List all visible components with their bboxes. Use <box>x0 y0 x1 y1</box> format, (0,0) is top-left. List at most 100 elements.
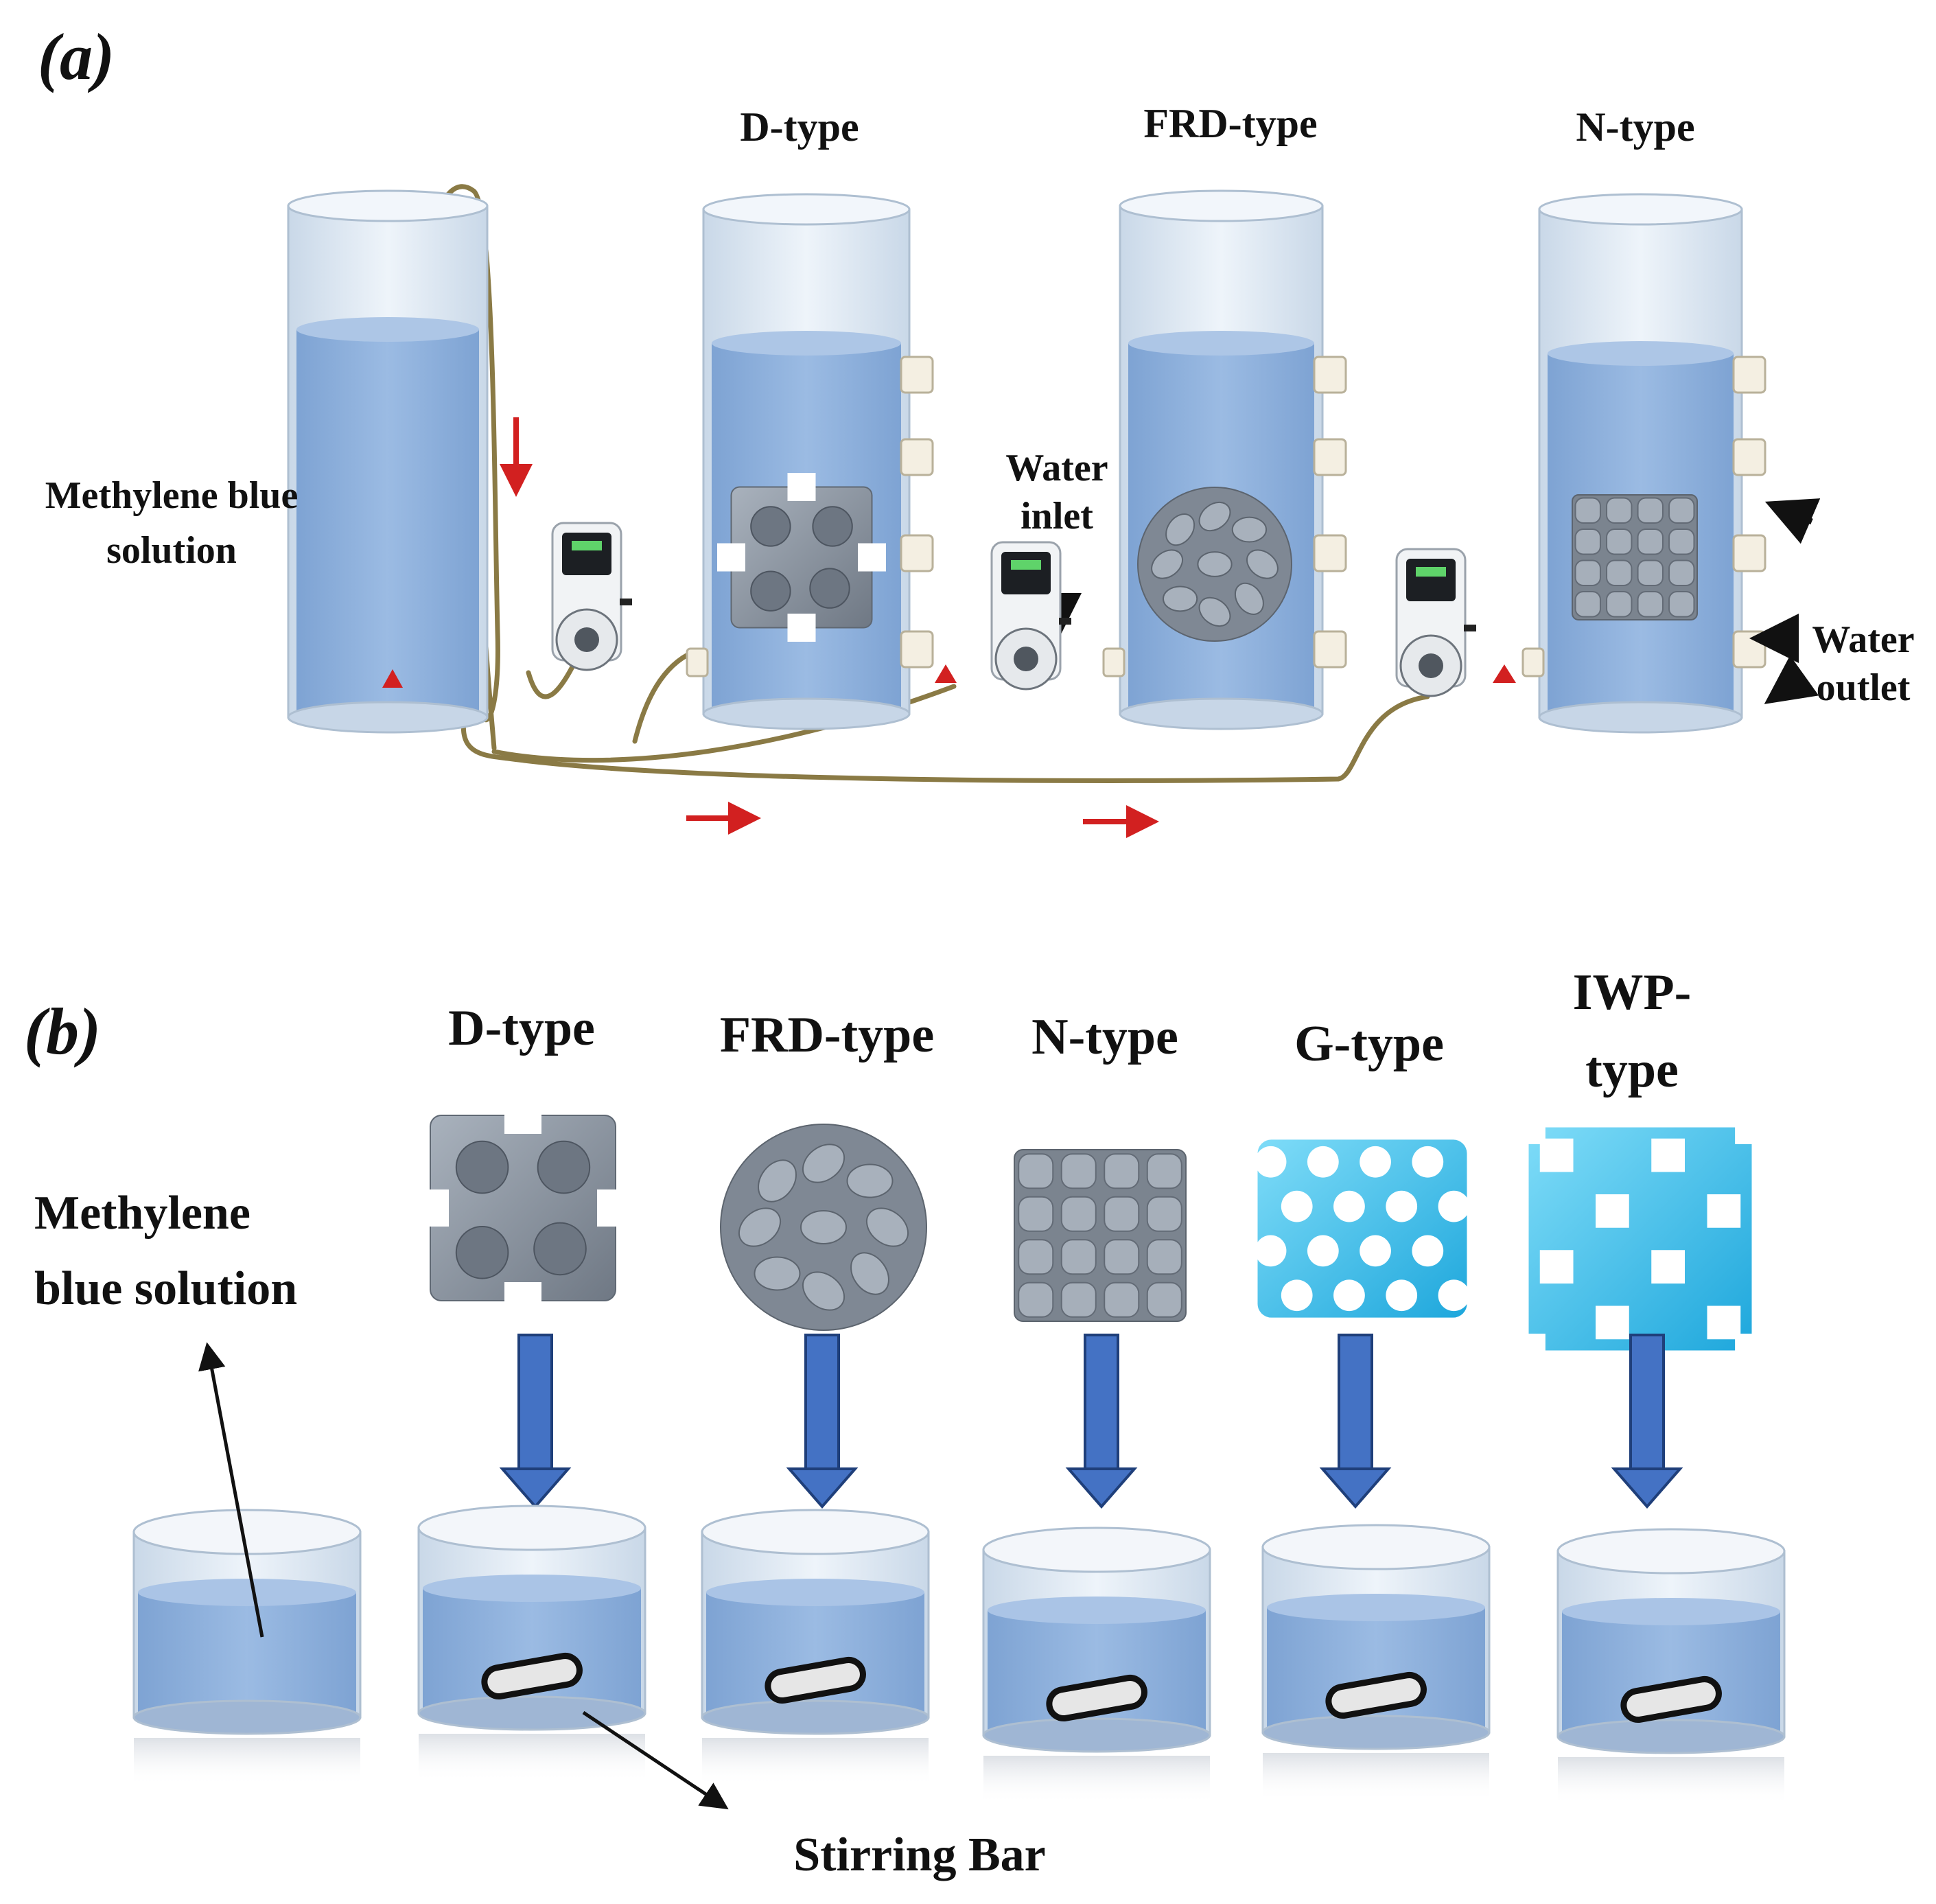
scaffold-body <box>730 486 873 629</box>
water-outlet-label-line1: Water <box>1812 618 1914 661</box>
scaffold-body <box>1014 1149 1187 1322</box>
scaffold-pore <box>809 568 850 609</box>
column-rim <box>287 189 489 222</box>
stirring-bar <box>765 1656 866 1704</box>
scaffold-node <box>1060 1239 1097 1275</box>
scaffold-node <box>1606 529 1633 555</box>
beaker <box>1261 1524 1491 1801</box>
scaffold-pore <box>455 1226 509 1279</box>
scaffold-pore <box>1307 1146 1339 1178</box>
column-port <box>900 534 934 572</box>
liquid-surface <box>296 317 479 342</box>
scaffold-pore <box>1386 1190 1418 1222</box>
beaker-base <box>1261 1715 1491 1750</box>
beaker-rim <box>701 1509 930 1555</box>
column-port <box>900 630 934 669</box>
scaffold-strut <box>802 1143 845 1183</box>
scaffold-pore <box>1307 1235 1339 1267</box>
scaffold-strut <box>850 1252 889 1295</box>
drop-arrow <box>1611 1334 1683 1509</box>
scaffold-node <box>1574 529 1601 555</box>
beaker-liquid-surface <box>706 1579 924 1606</box>
reactor-column <box>686 193 934 730</box>
column-port <box>1313 356 1347 394</box>
scaffold-node <box>1104 1196 1140 1232</box>
column-port <box>1313 534 1347 572</box>
scaffold-pore <box>1438 1190 1470 1222</box>
beaker-rim <box>982 1526 1211 1573</box>
scaffold-pore <box>1438 1279 1470 1312</box>
scaffold-pore <box>1596 1194 1629 1228</box>
column-inlet-port <box>1102 647 1126 677</box>
scaffold-node <box>1668 497 1695 524</box>
column-rim <box>1538 193 1743 226</box>
scaffold-heading-iwp-line1: IWP- <box>1573 964 1692 1021</box>
scaffold-node <box>1637 497 1664 524</box>
panel-b-label: (b) <box>24 995 101 1068</box>
beaker <box>132 1509 362 1786</box>
scaffold-heading-d-type: D-type <box>448 1000 595 1056</box>
scaffold-notch <box>1735 1334 1769 1367</box>
beaker-reflection <box>1263 1753 1489 1801</box>
methylene-blue-label-a-line2: solution <box>106 529 237 572</box>
column-liquid <box>296 329 479 710</box>
column-port <box>900 438 934 476</box>
beaker <box>701 1509 930 1786</box>
beaker-reflection <box>1558 1757 1784 1805</box>
scaffold-pore <box>750 570 791 612</box>
scaffold-node <box>1637 529 1664 555</box>
pump-switch <box>620 599 632 605</box>
scaffold-pore <box>1255 1146 1287 1178</box>
tank-heading-frd-type: FRD-type <box>1143 101 1317 146</box>
beaker-base <box>417 1695 646 1731</box>
drop-arrow <box>1065 1334 1138 1509</box>
scaffold-strut <box>1162 585 1198 612</box>
scaffold-notch <box>717 543 745 572</box>
column-port <box>1732 438 1766 476</box>
drop-arrow-head <box>786 1467 859 1509</box>
scaffold-pore <box>1255 1235 1287 1267</box>
beaker-reflection <box>983 1756 1210 1804</box>
beaker-rim <box>1261 1524 1491 1570</box>
scaffold-node <box>1606 591 1633 618</box>
scaffold-node <box>1574 559 1601 586</box>
scaffold-node <box>1104 1281 1140 1318</box>
stirring-bar <box>1046 1674 1147 1721</box>
scaffold-heading-n-type: N-type <box>1031 1009 1178 1065</box>
scaffold-node <box>1574 497 1601 524</box>
scaffold-notch <box>787 614 816 642</box>
column-port <box>1313 438 1347 476</box>
column-port <box>900 356 934 394</box>
column-inlet-port <box>686 647 709 677</box>
column-rim <box>1119 189 1324 222</box>
water-outlet-label-line2: outlet <box>1817 666 1911 709</box>
drop-arrow-head <box>499 1467 572 1509</box>
liquid-surface <box>712 331 901 356</box>
pump-screen <box>572 541 602 550</box>
scaffold-body <box>1572 494 1698 620</box>
stirring-bar <box>1325 1671 1427 1719</box>
scaffold-strut <box>738 1207 782 1247</box>
stirring-bar-label: Stirring Bar <box>793 1828 1045 1881</box>
beaker-rim <box>417 1505 646 1551</box>
scaffold-notch <box>504 1097 541 1134</box>
reactor-column <box>287 189 489 734</box>
drop-arrow-shaft <box>1084 1334 1119 1470</box>
scaffold-n-type-b <box>1014 1149 1187 1322</box>
flow-markers <box>382 664 1516 688</box>
scaffold-node <box>1668 591 1695 618</box>
drop-arrow-shaft <box>804 1334 840 1470</box>
pump-display <box>562 533 611 575</box>
pump-screen <box>1011 560 1041 570</box>
scaffold-pore <box>1596 1305 1629 1340</box>
scaffold-strut <box>1198 501 1231 532</box>
scaffold-node <box>1606 497 1633 524</box>
scaffold-notch <box>1735 1111 1769 1144</box>
beaker-reflection <box>702 1738 929 1786</box>
scaffold-node <box>1060 1281 1097 1318</box>
pump-rotor <box>1419 653 1443 678</box>
column-port <box>1732 630 1766 669</box>
scaffold-d-type-b <box>412 1097 634 1319</box>
scaffold-g-type-b <box>1255 1139 1470 1318</box>
scaffold-body <box>430 1115 616 1301</box>
